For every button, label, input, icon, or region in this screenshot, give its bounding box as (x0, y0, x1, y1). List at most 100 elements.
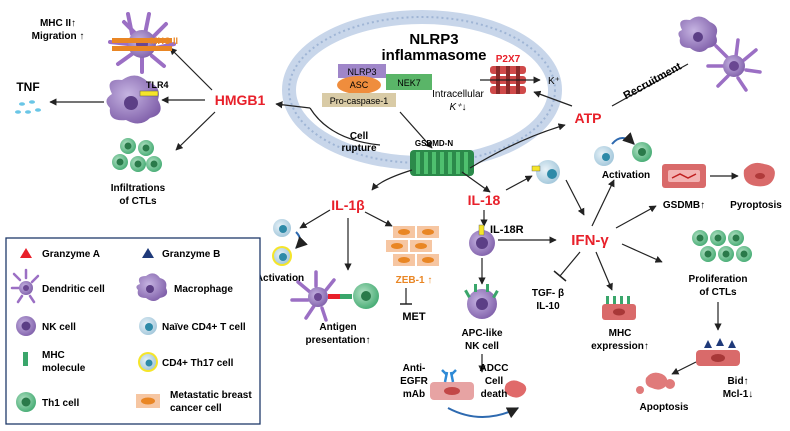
atp-to-p2x7-arrow (533, 90, 573, 107)
tnf-particles (15, 100, 41, 114)
atp-label: ATP (575, 110, 602, 126)
macrophage-icon (106, 75, 161, 124)
il18-to-th1-arrow (505, 175, 533, 191)
ifn-to-prolif-arrow (621, 243, 663, 263)
mhc-ii-up-label: MHC II↑ (40, 18, 76, 29)
legend-dendritic: Dendritic cell (42, 284, 105, 295)
activation-right-label: Activation (602, 170, 650, 181)
bid-label: Bid↑ (727, 376, 748, 387)
mhc-expression-label-2: expression↑ (591, 341, 649, 352)
nek7-box (386, 74, 432, 90)
legend-th1: Th1 cell (42, 398, 79, 409)
nlrp3-box-label: NLRP3 (347, 67, 376, 77)
target-cell-granzyme-icon (696, 338, 740, 366)
ifn-gamma-label: IFN-γ (571, 232, 609, 249)
activation-right-icon (594, 132, 652, 166)
th1-to-ifn-arrow (565, 179, 585, 216)
apoptosis-label: Apoptosis (640, 402, 689, 413)
recruitment-label: Recruitment (622, 60, 684, 102)
p2x7-label: P2X7 (496, 54, 521, 65)
activation-left-label: Activation (256, 273, 304, 284)
legend-naive-cd4-icon (139, 317, 157, 335)
adcc-curve-arrow (447, 407, 520, 419)
antigen-label-2: presentation↑ (305, 335, 370, 346)
ifn-to-activation-arrow (591, 179, 615, 227)
legend-nk: NK cell (42, 322, 76, 333)
legend-macrophage-icon (136, 273, 168, 301)
rupture-to-hmgb1-line (309, 107, 381, 146)
granzyme-a-icon (20, 248, 32, 258)
ifn-to-mhc-arrow (595, 251, 613, 291)
gsdmb-cell-icon (662, 164, 706, 188)
legend-granzyme-a: Granzyme A (42, 249, 100, 260)
nek7-box-label: NEK7 (397, 78, 421, 88)
il18-label: IL-18 (468, 192, 501, 208)
legend-mhc: MHC (42, 350, 65, 361)
il1b-label: IL-1β (331, 197, 365, 213)
intracellular-label: Intracellular (432, 89, 484, 100)
pro-caspase-label: Pro-caspase-1 (330, 96, 389, 106)
mhc-ii-label: MHC II (150, 36, 178, 46)
legend-cancer-icon (136, 394, 160, 408)
inflammasome-title: inflammasome (381, 47, 486, 64)
met-label: MET (402, 311, 426, 323)
k-plus-label: K⁺ (548, 76, 560, 87)
pro-caspase-box (322, 93, 396, 107)
il1b-branch: IL-1β Activation Antigen presentation↑ (256, 169, 439, 346)
tlr4-label: TLR4 (146, 80, 169, 90)
apc-like-nk-icon (464, 284, 499, 319)
gsdmd-pore (410, 150, 474, 176)
il1b-to-activation-arrow (299, 209, 331, 229)
bid-to-apoptosis-arrow (671, 361, 697, 375)
mhc-expression-label: MHC (609, 328, 632, 339)
apc-nk-label: APC-like (461, 328, 503, 339)
recruited-dendritic-icon (706, 38, 762, 92)
nlrp3-box (338, 64, 386, 78)
hmgb1-branch: HMGB1 MHC II MHC II↑ Migration ↑ TLR4 TN… (15, 12, 381, 207)
anti-egfr-label-2: EGFR (400, 376, 429, 387)
antigen-presentation-icon (290, 270, 379, 322)
zeb1-label: ZEB-1 ↑ (396, 275, 433, 286)
cell-rupture-label: Cell (350, 131, 369, 142)
pyroptotic-cell-icon (743, 162, 775, 187)
gsdmd-to-il1b-arrow (371, 169, 413, 191)
nk-cell-il18r-icon (469, 224, 495, 256)
apoptotic-cells-icon (636, 372, 675, 394)
hmgb1-label: HMGB1 (215, 92, 266, 108)
asc-ellipse (337, 76, 381, 94)
legend-naive-cd4: Naïve CD4+ T cell (162, 322, 246, 333)
cell-rupture-label-2: rupture (342, 143, 377, 154)
gsdmb-label: GSDMB↑ (663, 200, 705, 211)
ctl-infiltration-label-2: of CTLs (119, 196, 157, 207)
adcc-label: ADCC (480, 363, 509, 374)
legend-th1-icon (16, 392, 36, 412)
gsdmd-to-il18-arrow (461, 171, 491, 193)
legend-cancer-2: cancer cell (170, 403, 222, 414)
legend-th17-icon (138, 352, 158, 372)
legend-th17: CD4+ Th17 cell (162, 358, 234, 369)
dendritic-cell-icon (108, 12, 176, 74)
anti-egfr-label-3: mAb (403, 389, 425, 400)
mcl1-label: Mcl-1↓ (723, 389, 754, 400)
legend-granzyme-b: Granzyme B (162, 249, 220, 260)
legend-mhc-2: molecule (42, 363, 86, 374)
naive-to-th17-icon (272, 219, 308, 266)
adcc-icon (430, 369, 527, 400)
il18r-label: IL-18R (490, 224, 524, 236)
metastatic-cells-icon (386, 226, 439, 266)
legend-macrophage: Macrophage (174, 284, 233, 295)
tlr4-receptor (139, 90, 159, 97)
migration-up-label: Migration ↑ (32, 31, 85, 42)
ifn-to-gsdmb-arrow (615, 205, 657, 229)
nlrp3-inflammasome: NLRP3 inflammasome NLRP3 NEK7 ASC Pro-ca… (282, 10, 562, 176)
il1b-to-zeb-arrow (364, 211, 393, 227)
ifn-gamma-branch: IFN-γ TGF- β IL-10 Activation GSDMB↑ Pyr… (532, 132, 782, 413)
prolif-label: Proliferation (689, 274, 748, 285)
prolif-label-2: of CTLs (699, 287, 737, 298)
tnf-label: TNF (16, 80, 39, 94)
il10-label: IL-10 (536, 301, 560, 312)
legend-cancer: Metastatic breast (170, 390, 252, 401)
gsdmd-to-atp-arrow (469, 123, 566, 169)
ifn-inhibit-line (559, 251, 581, 277)
